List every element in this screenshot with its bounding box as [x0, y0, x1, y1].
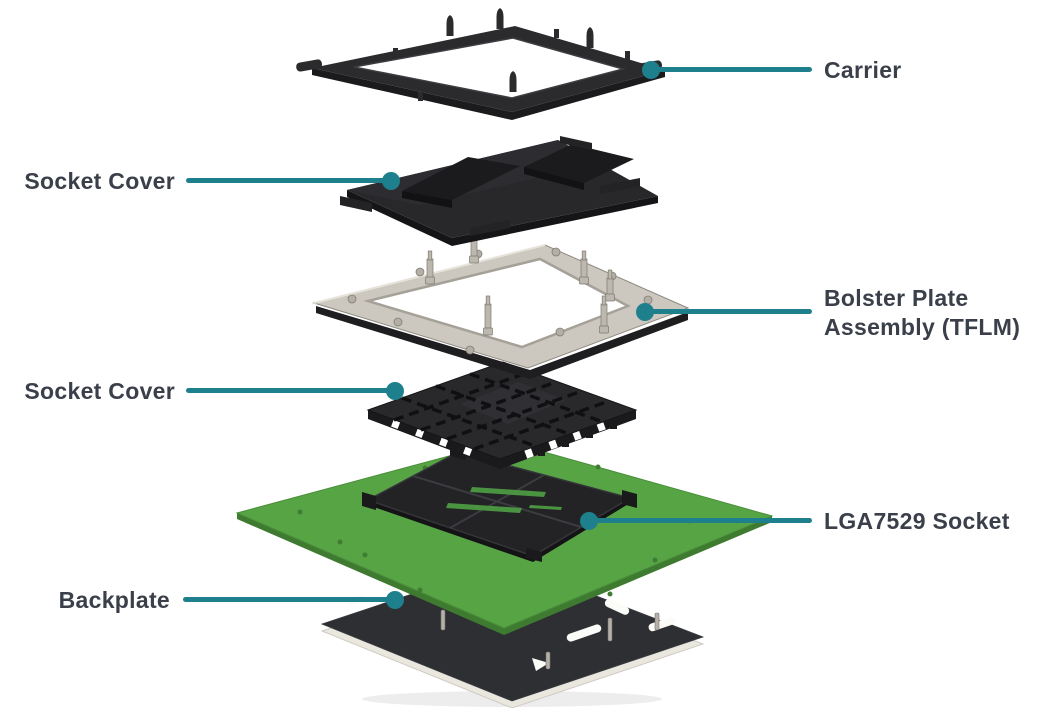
socket-cover-top-label: Socket Cover	[24, 168, 175, 194]
backplate-label: Backplate	[58, 587, 170, 613]
socket-cover-bottom-illustration	[366, 361, 638, 469]
lga-socket-leader-line	[588, 518, 812, 523]
socket-cover-bottom-label: Socket Cover	[24, 378, 175, 404]
lga-socket-illustration	[362, 444, 637, 562]
bolster-plate-illustration	[312, 229, 690, 379]
carrier-illustration	[296, 8, 665, 120]
socket-cover-top-leader-line	[186, 178, 392, 183]
carrier-label: Carrier	[824, 57, 902, 83]
lga-socket-label: LGA7529 Socket	[824, 508, 1010, 534]
carrier-leader-line	[650, 67, 812, 72]
bolster-plate-label: Bolster Plate Assembly (TFLM)	[824, 285, 1021, 340]
socket-cover-top-illustration	[340, 136, 658, 246]
socket-cover-bottom-leader-line	[186, 388, 396, 393]
backplate-leader-line	[183, 597, 396, 602]
bolster-plate-leader-line	[644, 309, 812, 314]
